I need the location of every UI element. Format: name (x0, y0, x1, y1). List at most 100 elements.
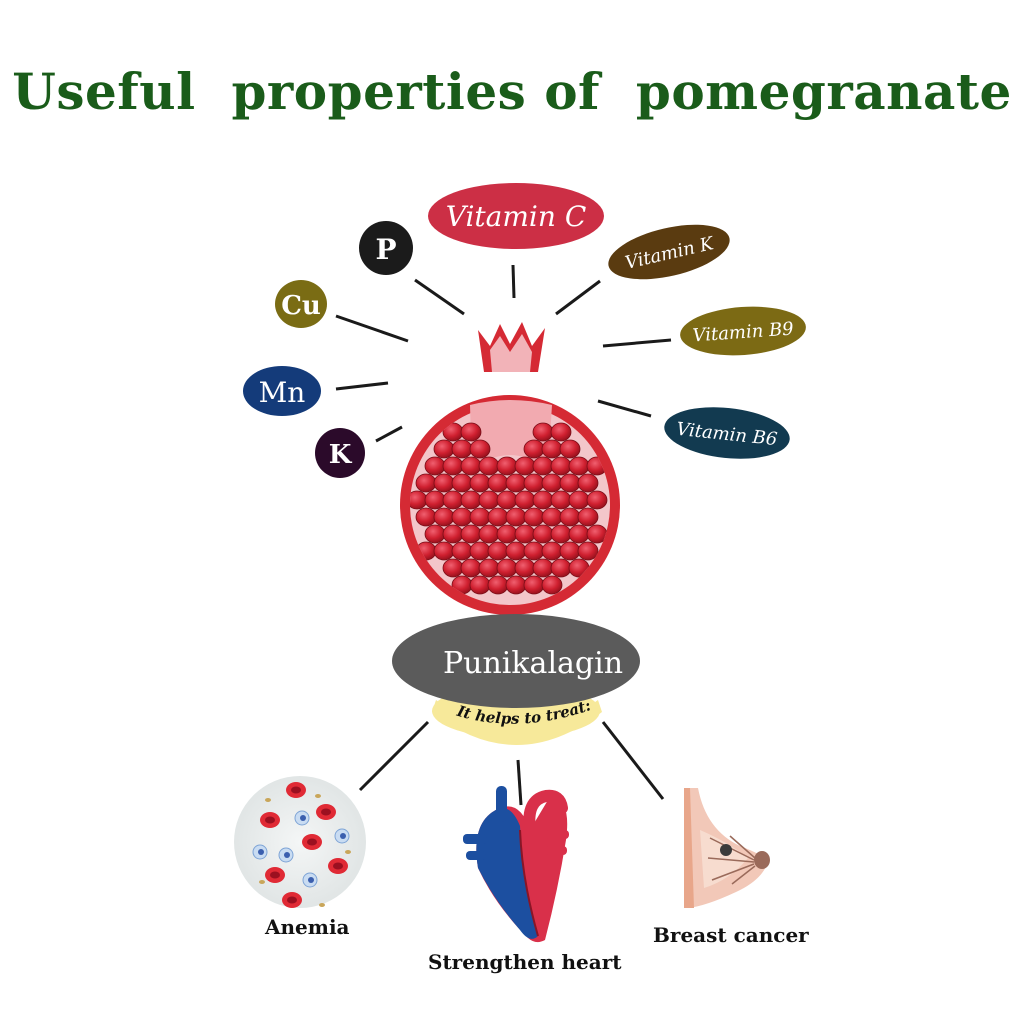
punikalagin-label: Punikalagin (443, 646, 623, 681)
seed (514, 456, 536, 476)
seed (523, 439, 545, 459)
anemia-caption: Anemia (265, 915, 350, 939)
heart-icon (463, 786, 569, 943)
strengthen-heart-caption: Strengthen heart (428, 950, 622, 974)
blood-cells-icon (234, 776, 366, 908)
seed (568, 490, 590, 510)
white-blood-cell-nucleus (258, 849, 264, 855)
connector-anemia (358, 720, 430, 792)
seed (559, 541, 581, 561)
connector-vitamin-b9 (602, 338, 672, 348)
seed (433, 541, 455, 561)
seed (487, 507, 509, 527)
connector-lines (335, 264, 672, 806)
red-blood-cell-center (307, 838, 317, 846)
seed (559, 439, 581, 459)
seed (505, 507, 527, 527)
connector-p (414, 278, 465, 316)
seed (505, 541, 527, 561)
seed (433, 439, 455, 459)
seed (541, 575, 563, 595)
p-label: P (375, 233, 396, 266)
seed (559, 473, 581, 493)
seed (469, 575, 491, 595)
platelet (265, 798, 271, 802)
seed (586, 490, 608, 510)
seed (532, 422, 554, 442)
k-label: K (329, 440, 353, 470)
seed (496, 456, 518, 476)
vitamin-b9-badge: Vitamin B9 (680, 306, 806, 356)
seed (541, 439, 563, 459)
platelet (259, 880, 265, 884)
seed (424, 524, 446, 544)
seed (451, 507, 473, 527)
seed (532, 524, 554, 544)
connector-breast (601, 721, 665, 800)
seed (442, 558, 464, 578)
seed (568, 456, 590, 476)
connector-heart (516, 759, 523, 806)
seed (514, 524, 536, 544)
vitamin-c-badge: Vitamin C (428, 183, 604, 249)
seed (442, 490, 464, 510)
seed (514, 558, 536, 578)
seed (478, 524, 500, 544)
seed (433, 473, 455, 493)
seed (577, 541, 599, 561)
seed (469, 473, 491, 493)
cu-label: Cu (281, 291, 321, 321)
seed (469, 541, 491, 561)
seed (415, 507, 437, 527)
white-blood-cell-nucleus (308, 877, 314, 883)
seed (514, 490, 536, 510)
platelet (315, 794, 321, 798)
red-blood-cell-center (287, 896, 297, 904)
seed (523, 541, 545, 561)
seed (451, 473, 473, 493)
seed (496, 558, 518, 578)
seed (433, 507, 455, 527)
seed (577, 473, 599, 493)
k-badge: K (315, 428, 365, 478)
vitamin-c-label: Vitamin C (446, 200, 587, 233)
seed (487, 473, 509, 493)
pomegranate-icon (400, 322, 620, 615)
seed (559, 507, 581, 527)
red-blood-cell-center (333, 862, 343, 870)
breast-cancer-caption: Breast cancer (653, 923, 809, 947)
seed (451, 541, 473, 561)
seed (460, 422, 482, 442)
seed (532, 558, 554, 578)
vitamin-b6-badge: Vitamin B6 (664, 407, 790, 459)
seed (550, 490, 572, 510)
breast-icon (684, 788, 770, 908)
connector-vitamin-c (511, 264, 516, 299)
seed (568, 524, 590, 544)
red-blood-cell-center (291, 786, 301, 794)
seed (532, 490, 554, 510)
white-blood-cell-nucleus (340, 833, 346, 839)
connector-cu (335, 314, 409, 343)
seed (505, 473, 527, 493)
seed (541, 473, 563, 493)
platelet (345, 850, 351, 854)
seed (460, 524, 482, 544)
seed (505, 575, 527, 595)
punikalagin-badge: Punikalagin It helps to treat: (392, 614, 640, 745)
seed (451, 439, 473, 459)
seed (523, 575, 545, 595)
mn-badge: Mn (243, 366, 321, 416)
seed (532, 456, 554, 476)
pomegranate-seeds (410, 422, 608, 595)
seed (460, 558, 482, 578)
seed (523, 473, 545, 493)
seed (478, 490, 500, 510)
seed (550, 524, 572, 544)
white-blood-cell-nucleus (284, 852, 290, 858)
seed (478, 558, 500, 578)
seed (460, 456, 482, 476)
cu-badge: Cu (275, 280, 327, 328)
